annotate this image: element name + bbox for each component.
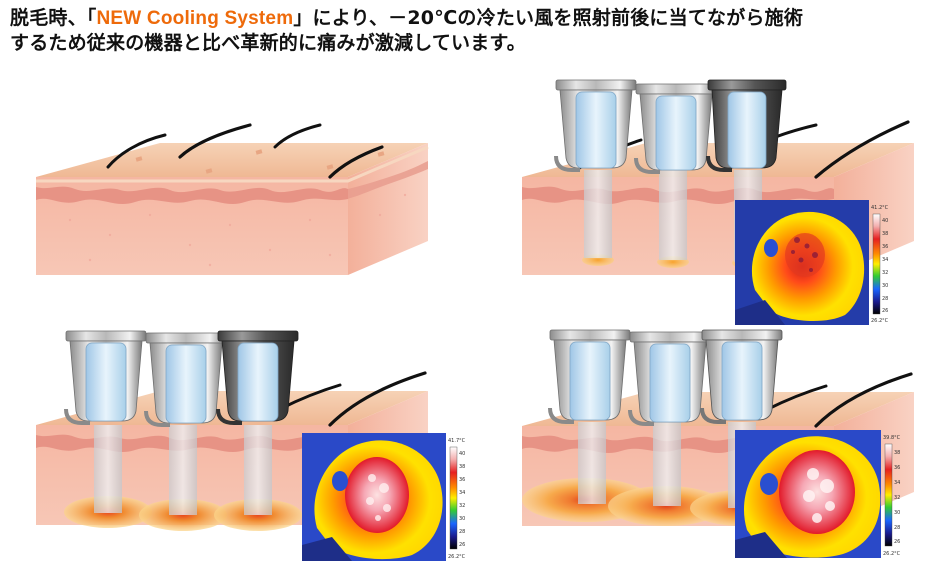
scale-ticks: 40 38 36 34 32 30 28 26	[459, 451, 465, 548]
scale-max: 41.7°C	[448, 438, 466, 444]
svg-text:40: 40	[459, 451, 465, 457]
thermal-image-2: 41.7°C 26.2°C 40 38 36 34 32 30 28 26	[302, 433, 470, 561]
svg-text:36: 36	[894, 465, 900, 471]
hair-strands	[106, 123, 384, 179]
skin-block-treatment-3	[516, 322, 936, 557]
scale-min: 26.2°C	[871, 318, 889, 324]
svg-text:38: 38	[882, 231, 888, 237]
svg-text:26: 26	[894, 539, 900, 545]
scale-ticks: 38 36 34 32 30 28 26	[894, 450, 900, 545]
svg-text:30: 30	[894, 510, 900, 516]
scale-ticks: 40 38 36 34 32 30 28 26	[882, 218, 888, 314]
scale-min: 26.2°C	[883, 551, 901, 557]
heading-text: 脱毛時、「	[10, 7, 97, 29]
scale-min: 26.2°C	[448, 554, 466, 560]
scale-max: 41.2°C	[871, 205, 889, 211]
heading-line-1: 脱毛時、「NEW Cooling System」により、－20℃の冷たい風を照射…	[10, 6, 935, 31]
thermal-image-3: 39.8°C 26.2°C 38 36 34 32 30 28 26	[735, 430, 907, 558]
scale-max: 39.8°C	[883, 435, 901, 441]
svg-text:26: 26	[459, 542, 465, 548]
applicator-head	[554, 79, 637, 172]
page-heading: 脱毛時、「NEW Cooling System」により、－20℃の冷たい風を照射…	[10, 6, 935, 55]
svg-text:38: 38	[894, 450, 900, 456]
svg-text:34: 34	[894, 480, 900, 486]
svg-text:36: 36	[459, 477, 465, 483]
svg-text:32: 32	[882, 270, 888, 276]
svg-text:28: 28	[894, 525, 900, 531]
heading-line-2: するため従来の機器と比べ革新的に痛みが激減しています。	[10, 32, 526, 54]
thermal-image-1: 41.2°C 26.2°C 40 38 36 34 32 30 28 26	[735, 200, 893, 325]
svg-text:38: 38	[459, 464, 465, 470]
svg-text:30: 30	[459, 516, 465, 522]
svg-text:34: 34	[459, 490, 465, 496]
skin-block-plain	[30, 95, 450, 300]
svg-text:36: 36	[882, 244, 888, 250]
svg-text:34: 34	[882, 257, 888, 263]
svg-text:32: 32	[459, 503, 465, 509]
svg-text:30: 30	[882, 283, 888, 289]
svg-text:40: 40	[882, 218, 888, 224]
cooling-system-brand: NEW Cooling System	[96, 8, 294, 29]
svg-text:28: 28	[459, 529, 465, 535]
heading-text: 」により、－20℃の冷たい風を照射前後に当てながら施術	[293, 7, 804, 29]
svg-text:28: 28	[882, 296, 888, 302]
skin-block-treatment-2	[30, 325, 450, 555]
svg-text:32: 32	[894, 495, 900, 501]
svg-text:26: 26	[882, 308, 888, 314]
